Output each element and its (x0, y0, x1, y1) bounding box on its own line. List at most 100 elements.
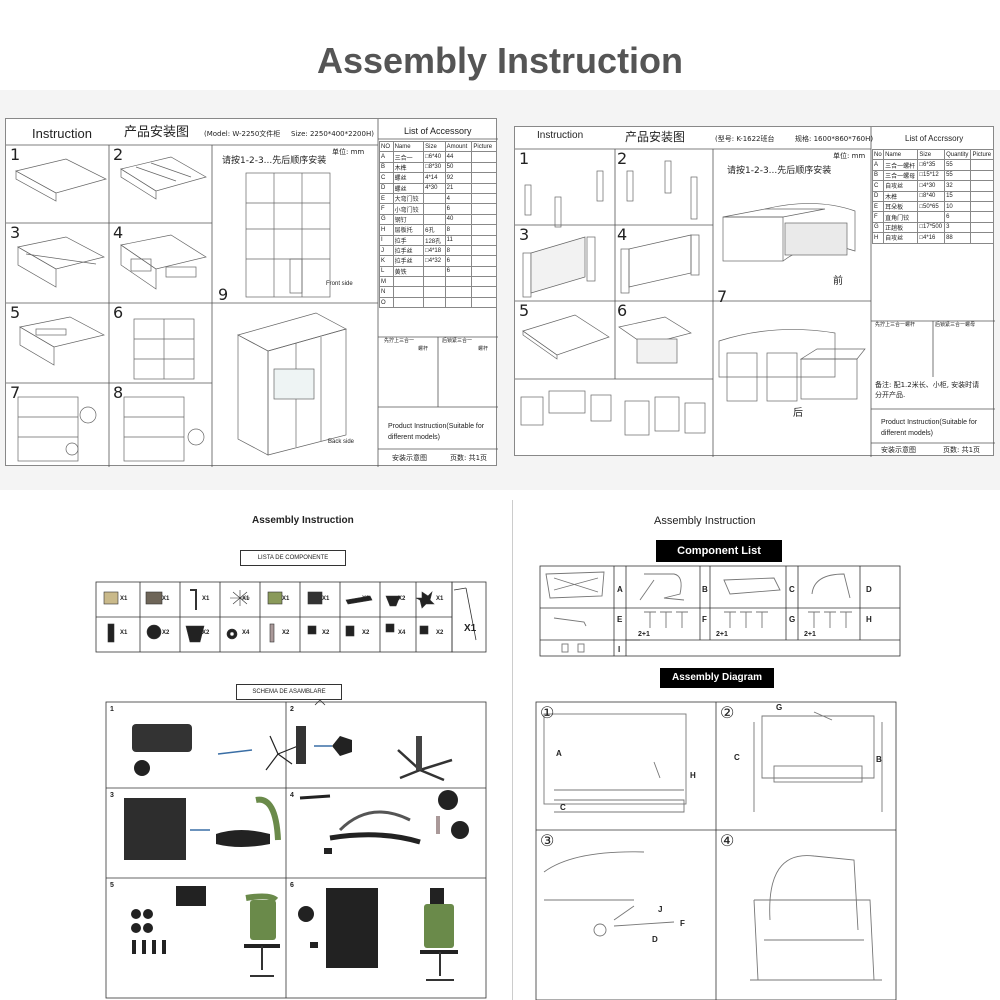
callout-letter: C (734, 753, 740, 762)
accessory-cell: D (871, 190, 885, 202)
step-number: 1 (519, 149, 530, 168)
remark-note: 备注: 配1.2米长、小柜, 安装时请分开产品. (875, 381, 980, 399)
step-number: ① (540, 705, 555, 722)
chair-instruction-sheet: Assembly Instruction LISTA DE COMPONENTE (80, 500, 512, 1000)
accessory-cell (423, 213, 446, 226)
accessory-header-cell: Quantity (944, 148, 972, 161)
accessory-cell: 6 (444, 203, 473, 215)
unit-label: 单位: mm (332, 148, 365, 156)
step-number: 3 (10, 223, 21, 242)
component-letter: C (789, 585, 795, 594)
accessory-cell (444, 286, 473, 298)
component-count: X2 (362, 596, 370, 602)
unit-label: 单位: mm (833, 152, 866, 160)
diagram-label: 螺杆 (418, 346, 429, 352)
accessory-cell: □17*500 (917, 221, 946, 234)
sequence-note: 请按1-2-3...先后顺序安装 (222, 156, 327, 166)
accessory-header-cell: Name (883, 148, 919, 161)
component-count: X4 (242, 630, 250, 636)
step-number: 3 (110, 792, 114, 799)
back-side-label: Back side (328, 439, 355, 445)
screw-count: 2+1 (638, 631, 650, 638)
sheet-size: Size: 2250*400*2200H) (291, 130, 374, 138)
accessory-header-cell: Picture (970, 148, 994, 161)
component-letter: E (617, 615, 623, 624)
component-letter: B (702, 585, 708, 594)
step-number: 5 (519, 301, 530, 320)
component-count: X2 (362, 630, 370, 636)
accessory-cell: □50*65 (917, 200, 946, 213)
accessory-cell: 三合一螺母 (883, 169, 919, 182)
instruction-sheet-cabinet: Instruction 产品安装图 (Model: W-2250文件柜 Size… (5, 118, 498, 467)
accessory-cell: E (379, 192, 394, 205)
accessory-cell: □15*12 (917, 169, 946, 182)
step-number: 5 (110, 882, 114, 889)
component-letter: H (866, 615, 872, 624)
component-count: X1 (242, 596, 250, 602)
component-count: X1 (322, 596, 330, 602)
footer-right: 页数: 共1页 (943, 446, 981, 454)
diagram-label: 后锁紧三合一 (442, 338, 473, 344)
accessory-cell: E (871, 200, 885, 213)
step-number: 4 (617, 225, 628, 244)
accessory-cell: 直角门铰 (883, 211, 919, 223)
accessory-cell: A (871, 159, 885, 171)
accessory-cell: A (379, 151, 394, 163)
accessory-cell: 50 (444, 161, 473, 174)
assembly-diagram-header: Assembly Diagram (660, 668, 774, 688)
accessory-cell: 4*30 (423, 182, 446, 194)
step-number: 8 (113, 383, 124, 402)
component-count: X1 (120, 596, 128, 602)
step-number: 9 (218, 285, 229, 304)
accessory-cell: 92 (444, 172, 473, 184)
component-count: X2 (202, 630, 210, 636)
accessory-cell: D (379, 182, 394, 194)
accessory-cell (392, 286, 425, 298)
accessory-cell: 11 (444, 234, 473, 246)
screw-count: 2+1 (716, 631, 728, 638)
accessory-cell: □4*18 (423, 244, 446, 257)
accessory-cell (444, 276, 473, 288)
sheet-model: (Model: W-2250文件柜 (204, 130, 281, 138)
accessory-title: List of Accessory (404, 126, 472, 136)
cabinet-sheet-drawing (6, 119, 498, 467)
component-count: X1 (202, 596, 210, 602)
sheet-model: (型号: K-1622班台 (715, 135, 775, 143)
sled-chair-instruction-sheet: Assembly Instruction Component List (514, 500, 1000, 1000)
accessory-cell (970, 232, 994, 244)
callout-letter: G (776, 703, 783, 712)
component-letter: F (702, 615, 707, 624)
desk-sheet-drawing (515, 127, 995, 457)
step-number: 7 (10, 383, 21, 402)
column-divider (512, 500, 513, 1000)
accessory-cell: 44 (444, 151, 473, 163)
sequence-note: 请按1-2-3...先后顺序安装 (727, 166, 832, 176)
step-number: 3 (519, 225, 530, 244)
accessory-cell: 6 (944, 211, 972, 223)
accessory-cell (471, 161, 497, 174)
accessory-cell: 小弯门铰 (392, 203, 425, 215)
accessory-cell: 6 (444, 255, 473, 267)
accessory-cell: 3 (944, 221, 972, 234)
accessory-cell: C (379, 172, 394, 184)
footer-right: 页数: 共1页 (450, 454, 488, 462)
callout-letter: B (876, 755, 882, 764)
sheet-cn-title: 产品安装图 (625, 130, 686, 144)
component-letter: I (618, 645, 621, 654)
accessory-cell (471, 296, 497, 309)
component-header: LISTA DE COMPONENTE (240, 550, 346, 566)
callout-letter: C (560, 803, 566, 812)
step-number: 7 (717, 287, 728, 306)
component-count: X1 (282, 596, 290, 602)
accessory-cell: 黄铁 (392, 265, 425, 278)
step-number: 2 (113, 145, 124, 164)
step-number: ④ (720, 833, 735, 850)
accessory-cell (970, 190, 994, 202)
component-letter: G (789, 615, 796, 624)
accessory-cell: 自攻丝 (883, 232, 919, 244)
